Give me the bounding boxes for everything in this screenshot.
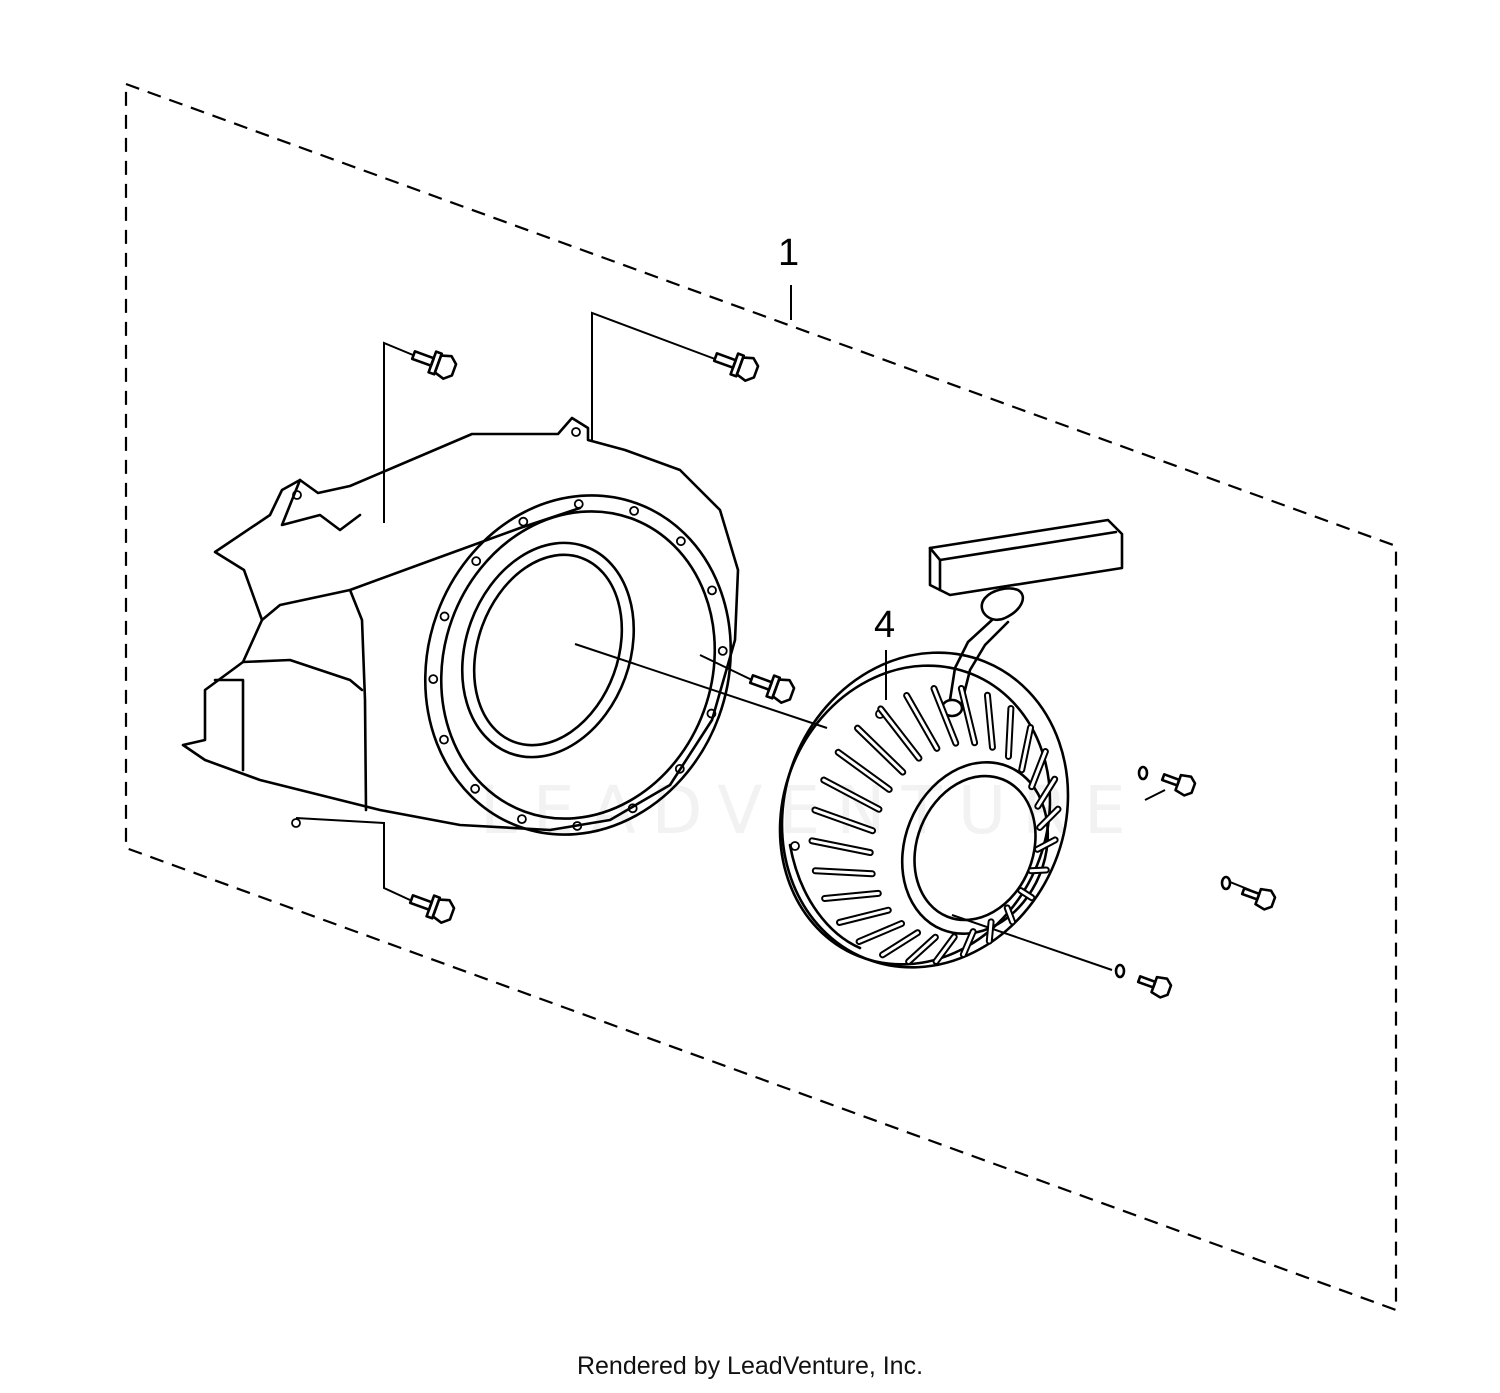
bolt-bottom-left	[408, 894, 456, 924]
vent-slot-inner	[932, 687, 958, 745]
washers	[1114, 765, 1232, 979]
flange-hole	[706, 708, 717, 719]
starter-vent-slots	[808, 684, 1062, 966]
flange-hole	[470, 783, 481, 794]
flange-hole	[674, 763, 685, 774]
flange-hole	[471, 556, 482, 567]
flange-hole	[439, 734, 449, 745]
vent-slot-inner	[822, 778, 881, 811]
vent-slot-inner	[934, 935, 956, 963]
vent-slot-inner	[836, 750, 891, 791]
flange-holes	[428, 499, 728, 831]
callout-assembly: 1	[778, 232, 800, 274]
vent-slot-inner	[1030, 750, 1047, 789]
vent-slot-inner	[1035, 838, 1057, 851]
vent-slot-inner	[857, 922, 904, 944]
vent-slot-inner	[1029, 868, 1048, 873]
flange-hole	[439, 611, 450, 622]
bolt-right-bottom	[1136, 975, 1173, 999]
vent-slot-inner	[907, 935, 937, 964]
watermark-text: LEADVENTURE	[480, 772, 1142, 849]
vent-slot-inner	[985, 693, 994, 749]
vent-slot-inner	[810, 839, 872, 855]
bolt-center	[748, 674, 796, 704]
vent-slot-inner	[961, 930, 975, 957]
vent-slot-inner	[1006, 706, 1013, 758]
vent-slot-inner	[879, 707, 921, 760]
vent-slot-inner	[1036, 777, 1057, 808]
vent-slot-inner	[813, 808, 875, 833]
flange-hole	[517, 814, 527, 825]
blower-housing	[181, 416, 740, 836]
flange-hole	[717, 645, 728, 656]
vent-slot-inner	[881, 931, 920, 957]
vent-slot-inner	[1020, 726, 1033, 772]
bolt-right-middle	[1240, 887, 1277, 911]
vent-slot-inner	[856, 726, 905, 774]
footer-credit: Rendered by LeadVenture, Inc.	[576, 1352, 924, 1380]
vent-slot-inner	[813, 869, 874, 876]
bolt-right-top	[1160, 773, 1197, 797]
recoil-starter	[778, 518, 1124, 969]
vent-slot-inner	[987, 920, 993, 943]
flange-hole	[428, 674, 439, 685]
vent-slot-inner	[959, 686, 977, 745]
flange-hole	[518, 516, 529, 527]
vent-slot-inner	[837, 908, 890, 924]
flange-hole	[573, 499, 584, 509]
vent-slot-inner	[1019, 889, 1034, 900]
flange-hole	[675, 536, 686, 547]
flange-hole	[627, 803, 638, 814]
leader-lines	[295, 285, 1251, 971]
bolt-top-center	[712, 352, 760, 382]
vent-slot-inner	[1005, 906, 1014, 924]
bolt-top-left	[410, 350, 458, 380]
vent-slot-inner	[823, 891, 880, 900]
vent-slot-inner	[905, 693, 939, 750]
vent-slot-inner	[1038, 807, 1060, 829]
flange-hole	[707, 585, 717, 596]
callout-recoil-starter: 4	[874, 604, 896, 646]
assembly-boundary	[124, 82, 1398, 1312]
flange-hole	[572, 821, 583, 831]
flange-hole	[629, 505, 639, 516]
